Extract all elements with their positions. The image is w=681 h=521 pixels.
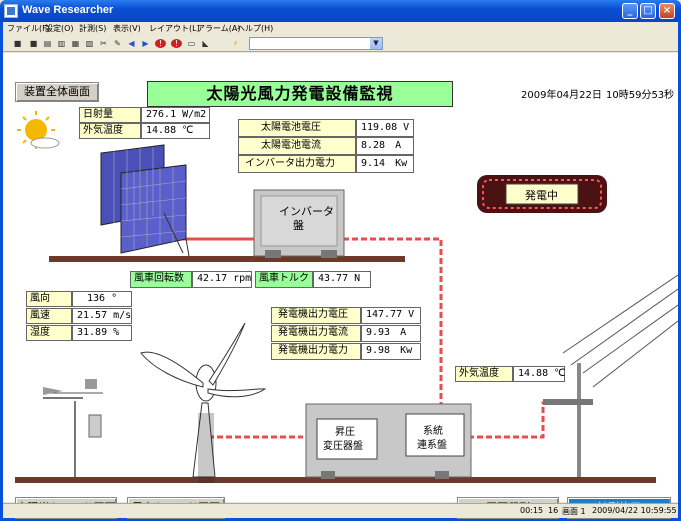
wind-speed-label: 風速 bbox=[26, 308, 72, 324]
overview-button[interactable]: 装置全体画面 bbox=[15, 82, 99, 102]
outside-temp-value: 14.88 ℃ bbox=[141, 123, 210, 139]
monitor-canvas: 装置全体画面 太陽光風力発電設備監視 2009年04月22日 10時59分53秒… bbox=[3, 53, 678, 519]
transformer-label-suffix: 変圧器盤 bbox=[323, 441, 363, 452]
window-icon[interactable]: ▭ bbox=[187, 39, 196, 48]
title-bar[interactable]: Wave Researcher _ □ × bbox=[0, 0, 681, 22]
solar-current-label: 太陽電池電流 bbox=[238, 137, 356, 155]
substation-cabinet bbox=[305, 403, 472, 479]
rotation-value: 42.17 rpm bbox=[192, 271, 252, 288]
solar-current-value: 8.28 A bbox=[356, 137, 414, 155]
chevron-down-icon[interactable]: ▼ bbox=[370, 38, 382, 49]
generator-voltage-label: 発電機出力電圧 bbox=[271, 307, 361, 324]
wind-speed-value: 21.57 m/s bbox=[72, 308, 132, 324]
menu-measure[interactable]: 計測(S) bbox=[79, 24, 107, 33]
layout-icon[interactable]: ▧ bbox=[85, 39, 94, 48]
menu-settings[interactable]: 設定(O) bbox=[45, 24, 74, 33]
menu-bar: ファイル(F) 設定(O) 計測(S) 表示(V) レイアウト(L) アラーム(… bbox=[3, 22, 678, 36]
solar-panel-icon bbox=[100, 144, 190, 257]
current-time: 10時59分53秒 bbox=[606, 90, 675, 101]
inverter-cable bbox=[343, 237, 443, 423]
irradiance-label: 日射量 bbox=[79, 107, 141, 123]
menu-view[interactable]: 表示(V) bbox=[113, 24, 141, 33]
generator-voltage-value: 147.77 V bbox=[361, 307, 421, 324]
solar-voltage-label: 太陽電池電圧 bbox=[238, 119, 356, 137]
solar-voltage-value: 119.08 V bbox=[356, 119, 414, 137]
current-date: 2009年04月22日 bbox=[521, 90, 602, 101]
minimize-button[interactable]: _ bbox=[622, 3, 638, 19]
window-title: Wave Researcher bbox=[22, 4, 114, 16]
tools-icon[interactable]: ✂ bbox=[100, 39, 107, 48]
solar-ground-bar bbox=[49, 256, 405, 262]
generator-current-value: 9.93 A bbox=[361, 325, 421, 342]
forward-icon[interactable]: ▶ bbox=[142, 39, 149, 48]
alarm1-icon[interactable]: ! bbox=[155, 39, 166, 48]
lightning-icon[interactable]: ⚡ bbox=[232, 39, 239, 48]
screen-select[interactable]: ▼ bbox=[249, 37, 383, 50]
weather-sensor-icon bbox=[43, 379, 103, 477]
sun-icon bbox=[17, 111, 60, 149]
main-ground-bar bbox=[15, 477, 656, 483]
print-icon[interactable]: ▥ bbox=[57, 39, 66, 48]
status-datetime: 2009/04/22 10:59:55 bbox=[592, 506, 677, 515]
torque-label: 風車トルク bbox=[255, 271, 313, 288]
plant-diagram bbox=[15, 111, 678, 483]
interconnect-label-suffix: 連系盤 bbox=[417, 440, 447, 451]
alarm2-icon[interactable]: ! bbox=[171, 39, 182, 48]
page-title: 太陽光風力発電設備監視 bbox=[147, 81, 453, 107]
menu-file[interactable]: ファイル(F) bbox=[7, 24, 50, 33]
app-icon bbox=[4, 4, 18, 18]
humidity-label: 湿度 bbox=[26, 325, 72, 341]
generator-current-label: 発電機出力電流 bbox=[271, 325, 361, 342]
generating-status: 発電中 bbox=[525, 189, 558, 202]
stop-icon[interactable]: ■ bbox=[29, 39, 38, 48]
status-elapsed: 00:15 bbox=[520, 506, 544, 515]
grid-outside-temp-label: 外気温度 bbox=[455, 366, 513, 382]
inverter-label: インバータ bbox=[279, 205, 334, 218]
inverter-label-suffix: 盤 bbox=[293, 219, 304, 232]
close-button[interactable]: × bbox=[659, 3, 675, 19]
back-icon[interactable]: ◀ bbox=[128, 39, 135, 48]
inverter-cabinet bbox=[253, 189, 345, 258]
inverter-power-value: 9.14 Kw bbox=[356, 155, 414, 173]
record-icon[interactable]: ■ bbox=[13, 39, 22, 48]
status-bar: 00:15 16 画面 1 2009/04/22 10:59:55 bbox=[3, 503, 678, 518]
grid-cable bbox=[468, 401, 568, 439]
maximize-button[interactable]: □ bbox=[640, 3, 656, 19]
irradiance-value: 276.1 W/m2 bbox=[141, 107, 210, 123]
menu-help[interactable]: ヘルプ(H) bbox=[237, 24, 274, 33]
humidity-value: 31.89 % bbox=[72, 325, 132, 341]
interconnect-label: 系統 bbox=[423, 426, 443, 437]
menu-alarm[interactable]: アラーム(A) bbox=[197, 24, 241, 33]
outside-temp-label: 外気温度 bbox=[79, 123, 141, 139]
inverter-power-label: インバータ出力電力 bbox=[238, 155, 356, 173]
status-screen: 画面 1 bbox=[562, 507, 586, 516]
wind-direction-label: 風向 bbox=[26, 291, 72, 307]
generator-power-value: 9.98 Kw bbox=[361, 343, 421, 360]
wind-direction-value: 136 ° bbox=[72, 291, 132, 307]
chart-icon[interactable]: ◣ bbox=[202, 39, 209, 48]
edit-icon[interactable]: ✎ bbox=[114, 39, 121, 48]
utility-pole-icon bbox=[543, 274, 678, 477]
open-icon[interactable]: ▤ bbox=[43, 39, 52, 48]
torque-value: 43.77 N bbox=[313, 271, 371, 288]
status-lamp bbox=[477, 175, 607, 213]
menu-layout[interactable]: レイアウト(L) bbox=[149, 24, 200, 33]
grid-outside-temp-value: 14.88 ℃ bbox=[513, 366, 565, 382]
client-area: ファイル(F) 設定(O) 計測(S) 表示(V) レイアウト(L) アラーム(… bbox=[3, 22, 678, 519]
wind-turbine-icon bbox=[140, 322, 267, 483]
transformer-label: 昇圧 bbox=[335, 427, 355, 438]
status-count: 16 bbox=[548, 506, 559, 515]
toolbar: ■ ■ ▤ ▥ ▦ ▧ ✂ ✎ ◀ ▶ ! ! ▭ ◣ ⚡ ▼ bbox=[3, 36, 678, 52]
print-preview-icon[interactable]: ▦ bbox=[71, 39, 80, 48]
generator-power-label: 発電機出力電力 bbox=[271, 343, 361, 360]
rotation-label: 風車回転数 bbox=[130, 271, 192, 288]
